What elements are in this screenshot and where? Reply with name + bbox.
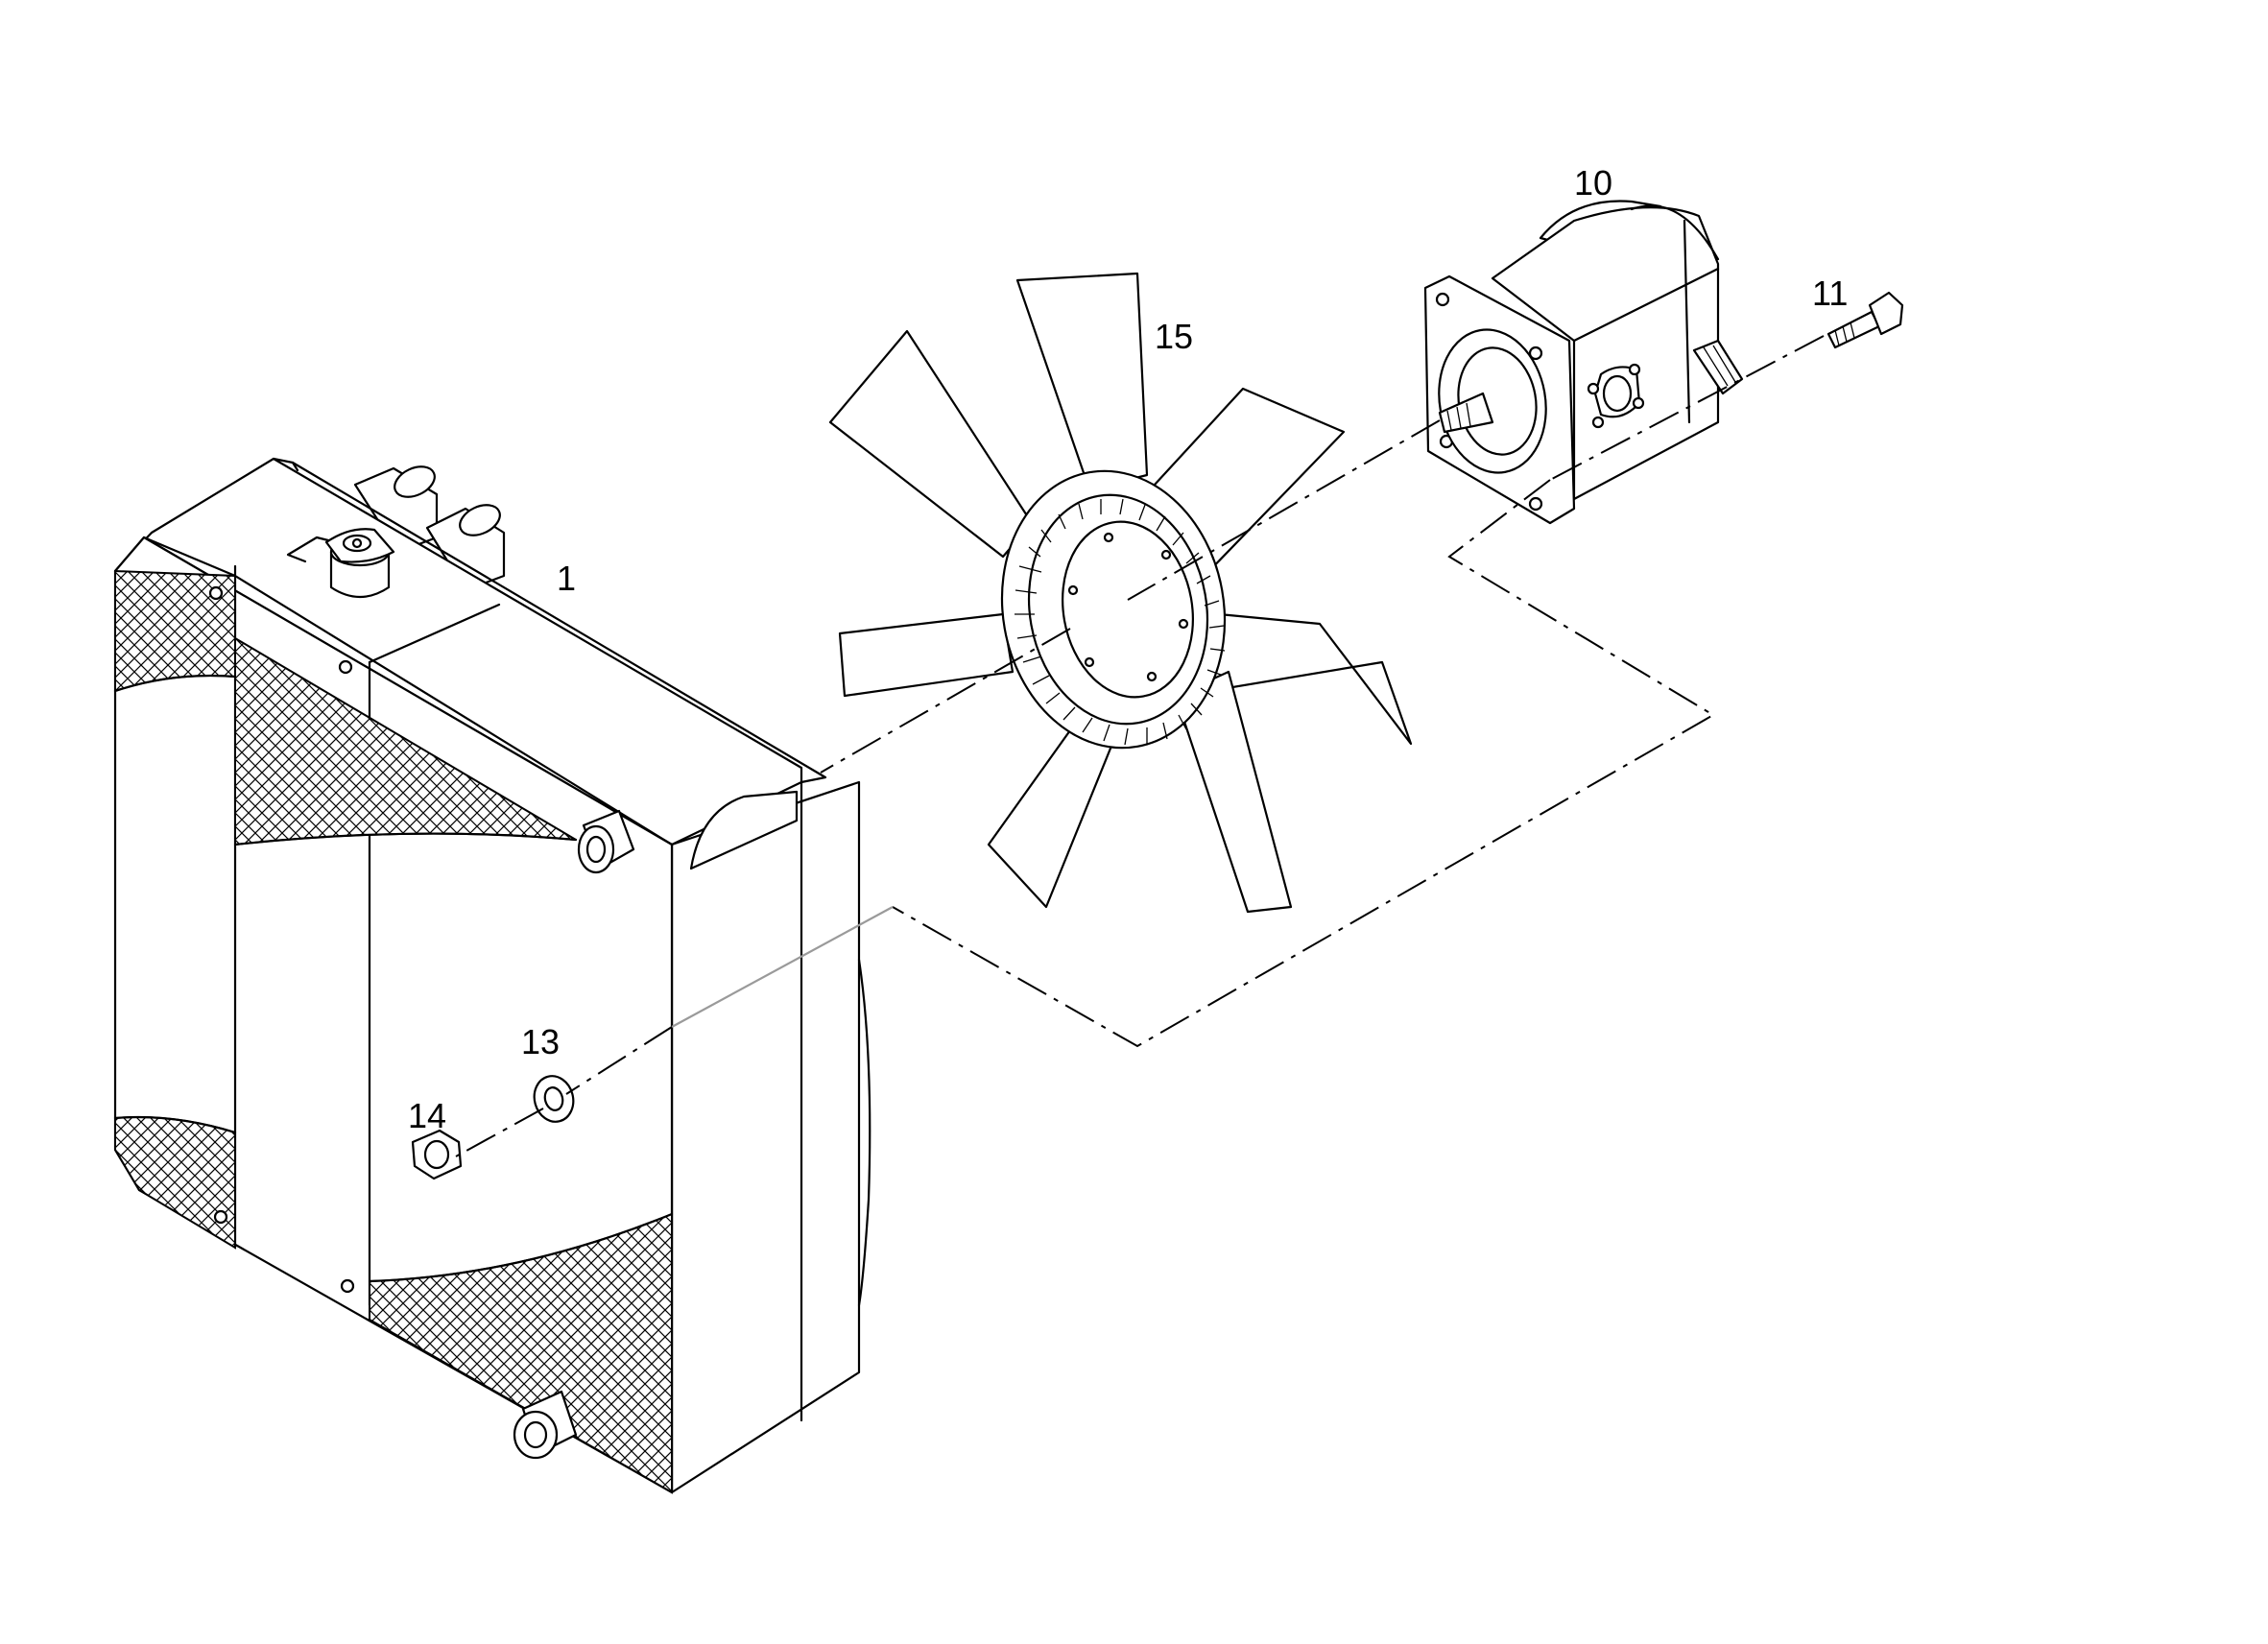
radiator [113, 457, 871, 1494]
fan-blade [1015, 272, 1149, 491]
radiator-side-frame [670, 780, 861, 1494]
fan-blade [828, 329, 1034, 559]
fan-hub-plate [1062, 520, 1194, 699]
fan-hub-ring [1015, 498, 1226, 746]
radiator-outlet-pipe [577, 809, 635, 874]
callout-1: 1 [557, 559, 576, 598]
nut [411, 1129, 463, 1180]
pump-shaft [1438, 392, 1494, 434]
radiator-filler-cap [286, 528, 395, 598]
radiator-side-hose [689, 790, 799, 870]
hydraulic-pump [1423, 200, 1744, 525]
callout-14: 14 [408, 1096, 446, 1135]
bolt [1826, 291, 1904, 349]
callout-11: 11 [1812, 274, 1848, 313]
fan-blade [838, 612, 1015, 698]
radiator-bottom-pipe [513, 1390, 578, 1460]
washer [533, 1075, 575, 1123]
callout-15: 15 [1155, 317, 1193, 356]
assembly-lines [455, 335, 1825, 1157]
callout-13: 13 [521, 1022, 560, 1061]
cooling-fan [828, 272, 1413, 914]
callout-10: 10 [1574, 163, 1612, 203]
